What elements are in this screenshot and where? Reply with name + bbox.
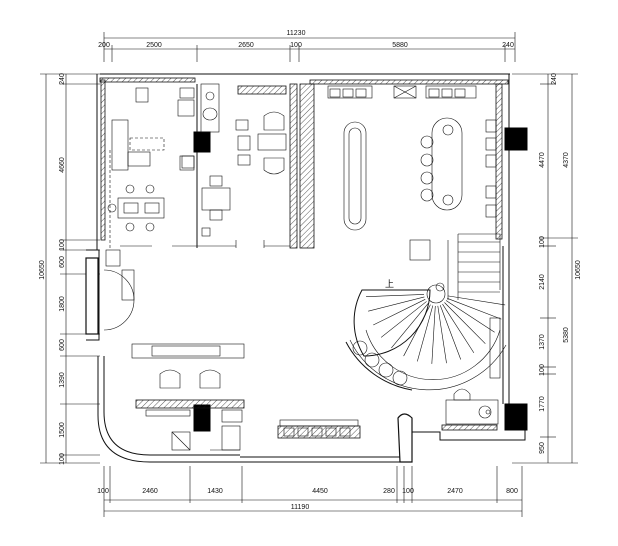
dim-top-segment: 2650 [238, 42, 254, 49]
display-counter [277, 419, 361, 439]
lower-left-area [103, 249, 245, 451]
dim-right-outer: 240 [551, 73, 558, 85]
dim-bottom-segment: 1430 [207, 488, 223, 495]
stair-tread [431, 305, 436, 364]
stair-tread [439, 305, 462, 360]
dim-right-outer: 2140 [539, 274, 546, 290]
dim-left-segment: 4660 [59, 157, 66, 173]
dim-left-total: 10650 [39, 260, 46, 280]
stair-tread [437, 305, 447, 364]
dim-top-total: 11230 [287, 30, 306, 37]
cabinet [135, 87, 149, 103]
dimension-bottom: 100 2460 1430 4450 280 100 2470 800 1119… [97, 466, 523, 517]
dimension-left: 10650 240 4660 100 600 1800 600 1390 150… [39, 73, 100, 465]
office-room [107, 87, 195, 232]
stair-tread [368, 296, 425, 312]
dim-left-segment: 100 [59, 453, 66, 465]
dimension-right: 240 4470 4370 100 2140 10650 1370 5380 1… [512, 73, 582, 464]
dim-right-outer: 100 [539, 236, 546, 248]
meeting-table [117, 197, 165, 219]
dim-top-segment: 200 [98, 42, 110, 49]
sink [205, 91, 215, 101]
side-table [409, 239, 431, 261]
dim-right-outer: 1770 [539, 396, 546, 412]
chair [127, 151, 151, 167]
dim-left-segment: 1500 [59, 422, 66, 438]
dim-right-outer: 1370 [539, 334, 546, 350]
desk [111, 119, 129, 171]
stair-tread [417, 305, 434, 362]
dim-right-outer: 100 [539, 364, 546, 376]
dim-bottom-segment: 100 [97, 488, 109, 495]
dim-top-segment: 100 [290, 42, 302, 49]
washroom [445, 388, 499, 425]
dim-bottom-segment: 280 [383, 488, 395, 495]
sofa [131, 343, 245, 359]
dim-left-segment: 1390 [59, 372, 66, 388]
basin [478, 405, 492, 419]
dimension-top: 11230 200 2500 2650 100 5880 240 [98, 30, 516, 62]
dim-left-segment: 600 [59, 256, 66, 268]
dim-top-segment: 2500 [146, 42, 162, 49]
stair-tread [445, 300, 495, 333]
dim-bottom-segment: 2470 [447, 488, 463, 495]
main-hall [327, 85, 497, 261]
interior-partitions [109, 83, 315, 249]
dim-bottom-total: 11190 [291, 504, 310, 511]
dim-top-segment: 5880 [392, 42, 408, 49]
dim-top-segment: 240 [502, 42, 514, 49]
structural-columns [193, 127, 528, 432]
dim-bottom-segment: 4450 [312, 488, 328, 495]
stair-tread [380, 301, 427, 338]
dim-bottom-segment: 800 [506, 488, 518, 495]
stair-tread [366, 294, 425, 297]
spiral-staircase: 上 [345, 233, 507, 391]
stair-up-label: 上 [385, 279, 394, 290]
dim-right-outer: 4470 [539, 152, 546, 168]
dim-left-segment: 100 [59, 239, 66, 251]
dim-right-inner: 5380 [563, 327, 570, 343]
stair-tread [444, 302, 486, 344]
capsule-table [343, 121, 367, 231]
middle-rooms [181, 83, 287, 237]
exterior-walls [85, 73, 526, 463]
stair-tread [442, 303, 475, 354]
stair-tread [447, 295, 506, 306]
dim-right-inner: 4370 [563, 152, 570, 168]
oval-table [431, 117, 463, 211]
dim-left-segment: 240 [59, 73, 66, 85]
stair-tread [373, 299, 426, 326]
dim-right-outer: 950 [539, 442, 546, 454]
dim-left-segment: 600 [59, 339, 66, 351]
stair-tread [447, 298, 502, 320]
dim-left-segment: 1800 [59, 296, 66, 312]
dim-bottom-segment: 2460 [142, 488, 158, 495]
top-bench [327, 85, 477, 99]
dim-right-total: 10650 [575, 260, 582, 280]
stair-tread [391, 303, 429, 349]
dim-bottom-segment: 100 [402, 488, 414, 495]
